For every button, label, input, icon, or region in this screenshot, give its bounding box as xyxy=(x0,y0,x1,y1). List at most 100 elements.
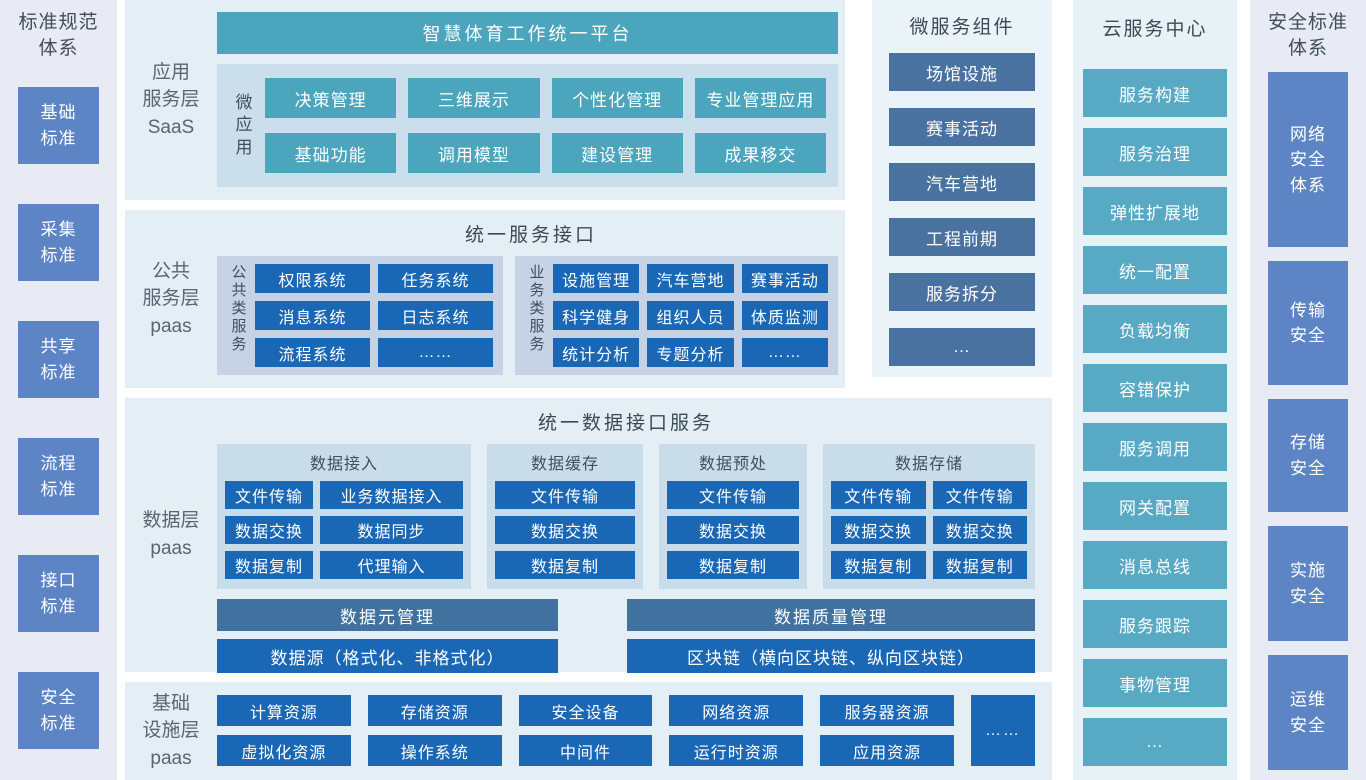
paas-layer-content: 统一服务接口 公 共 类 服 务 权限系统 任务系统 消息系统 日志系统 流程系… xyxy=(217,210,845,388)
standard-block: 接口 标准 xyxy=(18,555,99,633)
cloud-service-block: 服务跟踪 xyxy=(1083,600,1227,648)
data-block: 文件传输 xyxy=(667,481,799,509)
data-block: 数据复制 xyxy=(932,551,1027,579)
data-block: 数据复制 xyxy=(831,551,926,579)
service-block: 组织人员 xyxy=(647,301,734,330)
app-block: 成果移交 xyxy=(694,133,826,173)
data-cache-title: 数据缓存 xyxy=(530,456,599,473)
paas-layer-label: 公共 服务层 paas xyxy=(142,260,200,337)
service-block: 流程系统 xyxy=(255,338,370,367)
service-block: 科学健身 xyxy=(553,301,640,330)
data-access-title: 数据接入 xyxy=(309,456,378,473)
service-block: 权限系统 xyxy=(255,264,370,293)
data-layer-label: 数据层 paas xyxy=(142,510,200,559)
app-block: 个性化管理 xyxy=(551,78,683,118)
business-services-group: 业 务 类 服 务 设施管理 汽车营地 赛事活动 科学健身 组织人员 体质监测 … xyxy=(515,256,838,375)
infrastructure-grid: …… 计算资源 存储资源 安全设备 网络资源 服务器资源 虚拟化资源 操作系统 … xyxy=(217,695,1035,766)
microservice-components-column: 微服务组件 场馆设施 赛事活动 汽车营地 工程前期 服务拆分 … xyxy=(872,0,1052,377)
infrastructure-ellipsis-block: …… xyxy=(971,695,1035,766)
resource-block: 计算资源 xyxy=(217,695,351,726)
service-block: 专题分析 xyxy=(647,338,734,367)
cloud-service-block: 消息总线 xyxy=(1083,541,1227,589)
main-layers: 应用 服务层 SaaS 智慧体育工作统一平台 微 应 用 决策管理 三维展示 个… xyxy=(125,0,1052,780)
public-services-grid: 权限系统 任务系统 消息系统 日志系统 流程系统 …… xyxy=(255,264,493,367)
microservice-list: 场馆设施 赛事活动 汽车营地 工程前期 服务拆分 … xyxy=(889,53,1035,366)
service-block-ellipsis: …… xyxy=(378,338,493,367)
service-block: 日志系统 xyxy=(378,301,493,330)
standard-block: 安全 标准 xyxy=(18,672,99,750)
blockchain-bar: 区块链（横向区块链、纵向区块链） xyxy=(627,639,1035,673)
microservice-block-ellipsis: … xyxy=(889,328,1035,366)
infrastructure-layer-panel: 基础 设施层 paas …… 计算资源 存储资源 安全设备 网络资源 服务器资源… xyxy=(125,682,1052,780)
data-preprocess-title: 数据预处 xyxy=(698,456,767,473)
public-services-group: 公 共 类 服 务 权限系统 任务系统 消息系统 日志系统 流程系统 …… xyxy=(217,256,503,375)
microservice-block: 工程前期 xyxy=(889,218,1035,256)
metadata-management-bar: 数据元管理 xyxy=(217,599,558,631)
data-storage-title: 数据存储 xyxy=(894,456,963,473)
service-block-ellipsis: …… xyxy=(741,338,828,367)
paas-groups-row: 公 共 类 服 务 权限系统 任务系统 消息系统 日志系统 流程系统 …… 业 … xyxy=(217,256,845,375)
cloud-service-block-ellipsis: … xyxy=(1083,718,1227,766)
data-block: 文件传输 xyxy=(495,481,635,509)
micro-app-label: 微 应 用 xyxy=(235,93,253,157)
security-standards-column: 安全标准 体系 网络 安全 体系 传输 安全 存储 安全 实施 安全 运维 安全 xyxy=(1250,0,1366,780)
data-block: 数据交换 xyxy=(932,516,1027,544)
business-services-label: 业 务 类 服 务 xyxy=(529,264,545,353)
service-block: 体质监测 xyxy=(741,301,828,330)
security-block: 运维 安全 xyxy=(1268,655,1348,771)
standards-system-title: 标准规范 体系 xyxy=(18,12,99,59)
data-block: 数据交换 xyxy=(831,516,926,544)
business-services-grid: 设施管理 汽车营地 赛事活动 科学健身 组织人员 体质监测 统计分析 专题分析 … xyxy=(553,264,828,367)
data-block: 文件传输 xyxy=(225,481,313,509)
security-block: 实施 安全 xyxy=(1268,526,1348,642)
data-block: 文件传输 xyxy=(932,481,1027,509)
data-block: 数据同步 xyxy=(320,516,463,544)
security-block: 网络 安全 体系 xyxy=(1268,72,1348,248)
resource-block: 服务器资源 xyxy=(820,695,954,726)
data-block: 数据复制 xyxy=(667,551,799,579)
cloud-service-block: 网关配置 xyxy=(1083,482,1227,530)
cloud-service-block: 事物管理 xyxy=(1083,659,1227,707)
data-cache-grid: 文件传输 数据交换 数据复制 xyxy=(495,481,635,579)
cloud-service-center-column: 云服务中心 服务构建 服务治理 弹性扩展地 统一配置 负载均衡 容错保护 服务调… xyxy=(1073,0,1237,780)
service-block: 汽车营地 xyxy=(647,264,734,293)
service-block: 设施管理 xyxy=(553,264,640,293)
standard-block: 基础 标准 xyxy=(18,87,99,165)
cloud-service-block: 服务调用 xyxy=(1083,423,1227,471)
data-layer-content: 统一数据接口服务 数据接入 文件传输 业务数据接入 数据交换 数据同步 数据复制… xyxy=(217,398,1052,673)
data-management-bars: 数据元管理 数据质量管理 xyxy=(217,599,1035,631)
app-block: 建设管理 xyxy=(551,133,683,173)
security-block: 传输 安全 xyxy=(1268,261,1348,386)
data-layer-panel: 数据层 paas 统一数据接口服务 数据接入 文件传输 业务数据接入 数据交换 … xyxy=(125,398,1052,673)
data-cache-group: 数据缓存 文件传输 数据交换 数据复制 xyxy=(487,444,643,589)
resource-block: 安全设备 xyxy=(518,695,653,726)
resource-block: 运行时资源 xyxy=(669,735,804,766)
cloud-service-block: 负载均衡 xyxy=(1083,305,1227,353)
standard-block: 采集 标准 xyxy=(18,204,99,282)
resource-block: 操作系统 xyxy=(367,735,502,766)
data-preprocess-grid: 文件传输 数据交换 数据复制 xyxy=(667,481,799,579)
public-service-layer-panel: 公共 服务层 paas 统一服务接口 公 共 类 服 务 权限系统 任务系统 消… xyxy=(125,210,845,388)
saas-layer-panel: 应用 服务层 SaaS 智慧体育工作统一平台 微 应 用 决策管理 三维展示 个… xyxy=(125,0,845,200)
cloud-service-list: 服务构建 服务治理 弹性扩展地 统一配置 负载均衡 容错保护 服务调用 网关配置… xyxy=(1083,69,1227,766)
data-access-group: 数据接入 文件传输 业务数据接入 数据交换 数据同步 数据复制 代理输入 xyxy=(217,444,471,589)
resource-block: 网络资源 xyxy=(669,695,804,726)
data-block: 业务数据接入 xyxy=(320,481,463,509)
security-standards-list: 网络 安全 体系 传输 安全 存储 安全 实施 安全 运维 安全 xyxy=(1250,72,1366,771)
data-block: 文件传输 xyxy=(831,481,926,509)
data-block: 数据复制 xyxy=(225,551,313,579)
microservice-block: 服务拆分 xyxy=(889,273,1035,311)
cloud-service-block: 容错保护 xyxy=(1083,364,1227,412)
service-block: 消息系统 xyxy=(255,301,370,330)
microservice-block: 汽车营地 xyxy=(889,163,1035,201)
microservice-components-title: 微服务组件 xyxy=(909,17,1015,38)
app-block: 专业管理应用 xyxy=(694,78,826,118)
cloud-service-block: 服务治理 xyxy=(1083,128,1227,176)
saas-layer-content: 智慧体育工作统一平台 微 应 用 决策管理 三维展示 个性化管理 专业管理应用 … xyxy=(217,0,845,200)
standards-list: 基础 标准 采集 标准 共享 标准 流程 标准 接口 标准 安全 标准 xyxy=(0,87,117,750)
service-block: 任务系统 xyxy=(378,264,493,293)
data-source-bars: 数据源（格式化、非格式化） 区块链（横向区块链、纵向区块链） xyxy=(217,639,1035,673)
data-block: 数据交换 xyxy=(225,516,313,544)
data-quality-bar: 数据质量管理 xyxy=(627,599,1035,631)
